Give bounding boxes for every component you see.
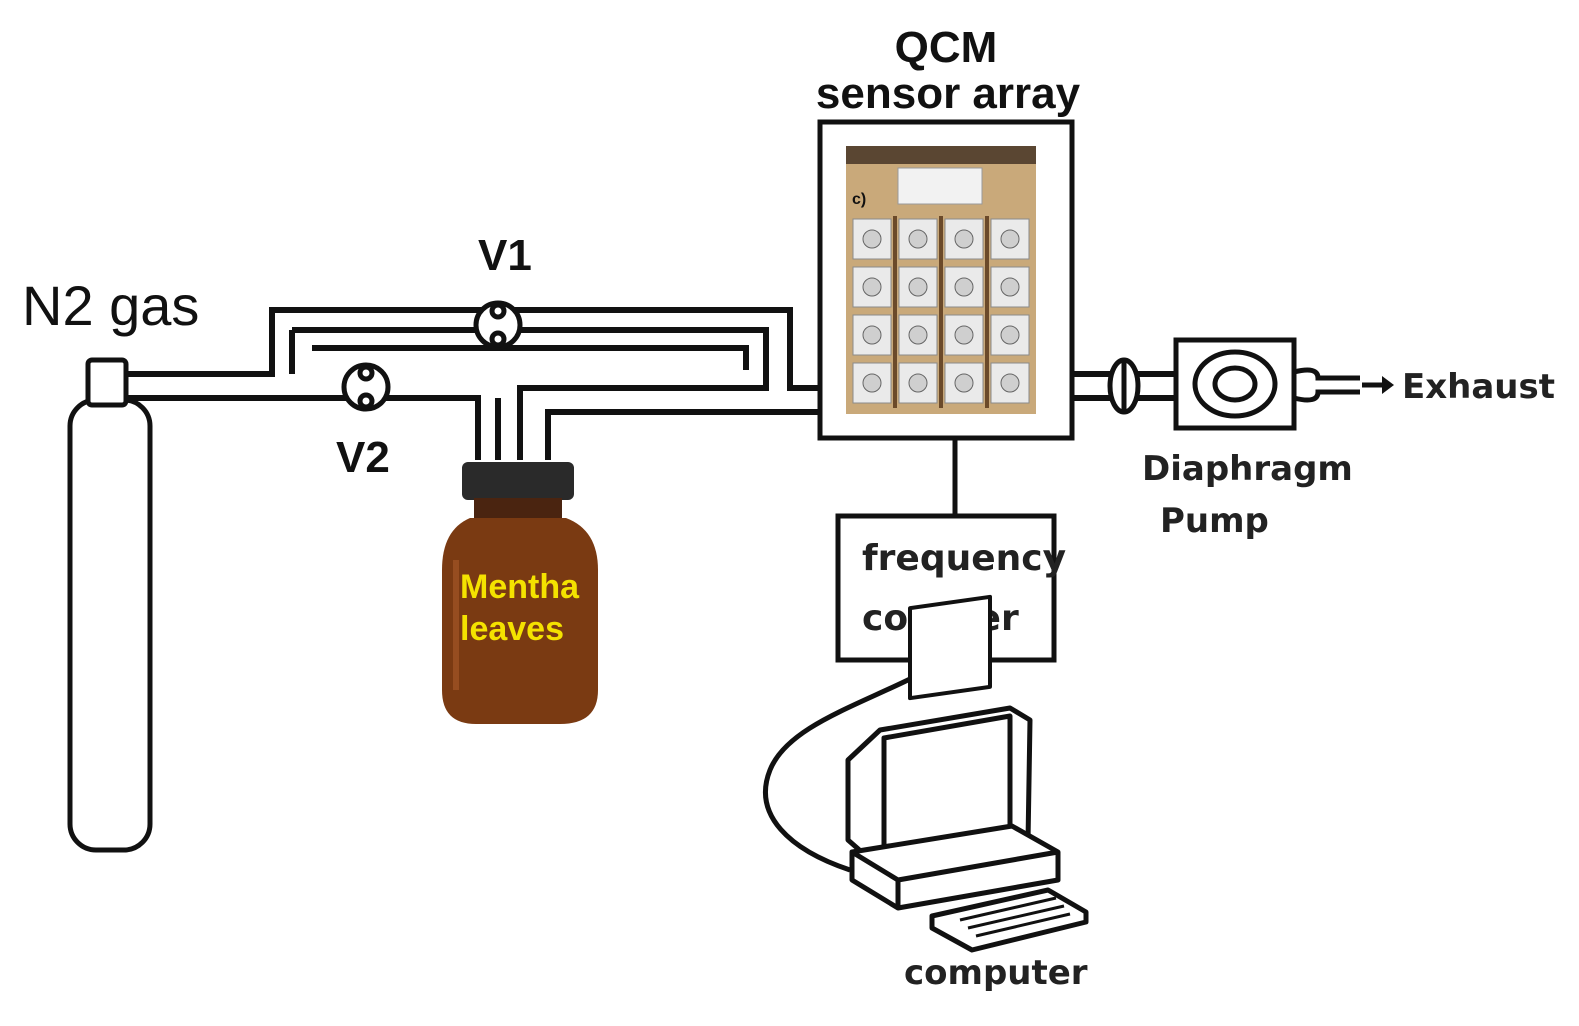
quartz-crystal [862, 229, 882, 249]
grid-divider [939, 216, 943, 408]
bottle-neck [474, 498, 562, 518]
valve-v2-label: V2 [336, 433, 390, 482]
gas-tubing [126, 307, 830, 460]
valve-v1-icon[interactable] [473, 300, 523, 350]
quartz-crystal [954, 373, 974, 393]
quartz-crystal [862, 373, 882, 393]
bottle-body [442, 518, 598, 724]
sensor-grid [852, 216, 1030, 408]
bottle-cap [462, 462, 574, 500]
quartz-crystal [908, 325, 928, 345]
grid-divider [893, 216, 897, 408]
quartz-crystal [862, 277, 882, 297]
valve-v2-icon[interactable] [341, 362, 391, 412]
sensor-cell [852, 218, 892, 260]
tube-outlet-top [126, 307, 830, 391]
quartz-crystal [954, 277, 974, 297]
exhaust-label: Exhaust [1402, 367, 1555, 407]
sensor-cell [944, 218, 984, 260]
bottle-label-line1: Mentha [460, 568, 580, 606]
counter-label-line1: frequency [862, 538, 1066, 579]
quartz-crystal [908, 229, 928, 249]
valve-v1-label: V1 [478, 231, 532, 280]
pump-label-line1: Diaphragm [1142, 449, 1353, 489]
computer-icon [845, 594, 1089, 953]
tube-outlet-bottom [126, 395, 481, 460]
n2-gas-label: N2 gas [22, 274, 199, 337]
n2-gas-cylinder [67, 357, 153, 853]
sample-bottle [442, 462, 598, 724]
outlet-valve-icon[interactable] [1107, 357, 1141, 415]
quartz-crystal [1000, 373, 1020, 393]
exhaust-arrow-icon [1362, 376, 1394, 394]
quartz-crystal [862, 325, 882, 345]
pump-outlet-tubing [1293, 367, 1360, 403]
quartz-crystal [954, 325, 974, 345]
quartz-crystal [1000, 277, 1020, 297]
quartz-crystal [908, 373, 928, 393]
sensor-array-photo: c) [846, 146, 1036, 414]
quartz-crystal [908, 277, 928, 297]
pump-label-line2: Pump [1160, 501, 1269, 541]
bottle-label-line2: leaves [460, 610, 564, 648]
tube-bottle-outlet [545, 409, 830, 460]
grid-divider [985, 216, 989, 408]
tube-inner-loop [292, 327, 769, 460]
computer-label: computer [904, 953, 1088, 993]
quartz-crystal [1000, 229, 1020, 249]
quartz-crystal [1000, 325, 1020, 345]
tube-v1-lower [312, 345, 749, 370]
qcm-title-line1: QCM [895, 23, 998, 72]
diaphragm-pump [1173, 337, 1297, 431]
qcm-title-line2: sensor array [816, 69, 1081, 118]
computer-cable [763, 657, 947, 873]
quartz-crystal [954, 229, 974, 249]
photo-tag: c) [852, 191, 866, 208]
sensor-cell [898, 314, 938, 356]
